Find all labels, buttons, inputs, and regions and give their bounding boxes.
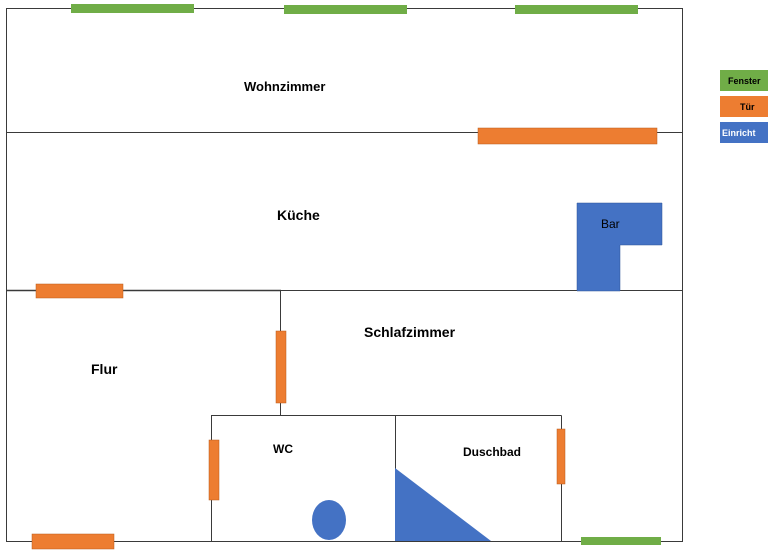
window-wohnzimmer-3 <box>515 5 638 14</box>
legend-label-fenster: Fenster <box>728 76 761 86</box>
room-label-wc: WC <box>273 442 293 456</box>
legend-label-tuer: Tür <box>740 102 755 112</box>
room-label-duschbad: Duschbad <box>463 445 521 459</box>
window-wohnzimmer-2 <box>284 5 407 14</box>
furniture: Bar <box>312 202 663 541</box>
door-wohnzimmer-kueche <box>477 127 658 145</box>
bar-counter <box>576 202 663 292</box>
room-label-kueche: Küche <box>277 207 320 223</box>
legend-label-einrichtung: Einricht <box>722 128 756 138</box>
room-label-schlafzimmer: Schlafzimmer <box>364 324 456 340</box>
legend-swatch-tuer <box>720 96 768 117</box>
door-flur-schlafzimmer <box>275 330 287 404</box>
door-flur-wc <box>208 439 220 501</box>
door-kueche-flur <box>35 283 124 299</box>
legend-swatch-einrichtung <box>720 122 768 143</box>
door-duschbad-schlafzimmer <box>556 428 566 485</box>
room-labels: Wohnzimmer Küche Schlafzimmer Flur WC Du… <box>91 79 521 459</box>
window-schlafzimmer <box>581 537 661 545</box>
room-label-flur: Flur <box>91 361 118 377</box>
windows <box>71 4 661 545</box>
legend: Fenster Tür Einricht <box>720 70 768 143</box>
door-entrance <box>31 533 115 550</box>
bar-label: Bar <box>601 217 620 231</box>
legend-swatch-fenster <box>720 70 768 91</box>
window-wohnzimmer-1 <box>71 4 194 13</box>
doors <box>31 127 658 550</box>
toilet <box>312 500 346 540</box>
room-label-wohnzimmer: Wohnzimmer <box>244 79 325 94</box>
shower <box>395 468 491 541</box>
